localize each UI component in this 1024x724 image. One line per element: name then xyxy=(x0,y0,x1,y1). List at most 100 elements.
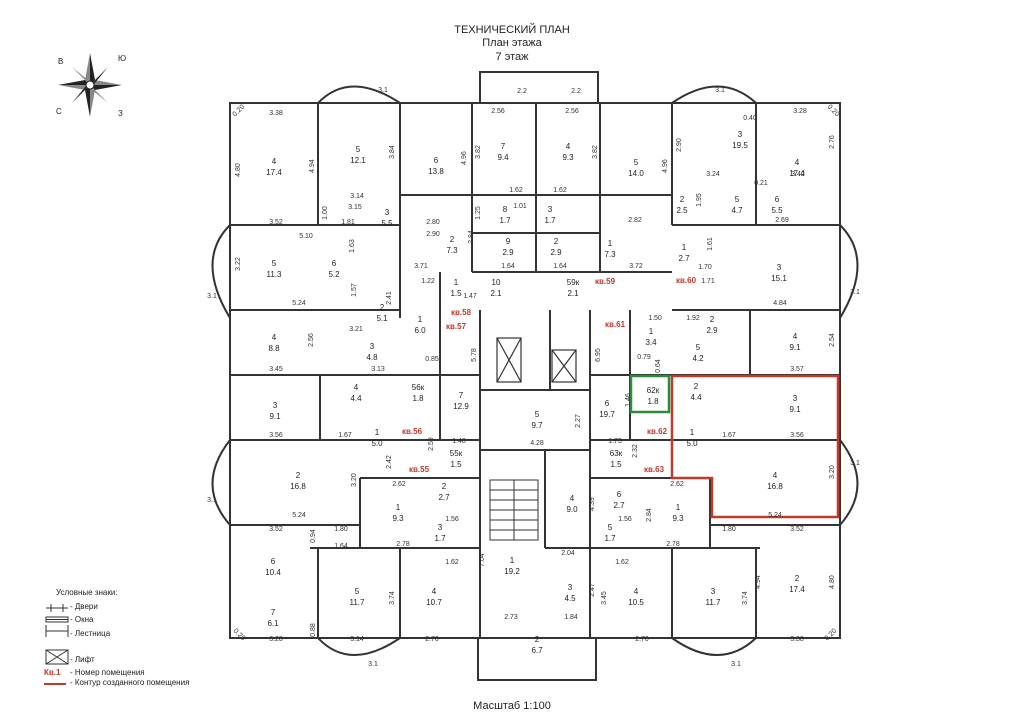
dim-label: 2.90 xyxy=(426,231,440,238)
room-label: 76.1 xyxy=(267,608,279,628)
room-label: 13.4 xyxy=(645,327,657,347)
apartment-label: кв.60 xyxy=(676,276,697,285)
room-label: 16.0 xyxy=(414,315,426,335)
plan-subtitle: План этажа xyxy=(482,37,542,49)
svg-text:4: 4 xyxy=(432,587,437,596)
svg-text:1: 1 xyxy=(649,327,654,336)
dim-label: 3.15 xyxy=(348,204,362,211)
svg-text:5.5: 5.5 xyxy=(381,219,393,228)
dim-label: 2.84 xyxy=(468,230,475,244)
dim-label: 4.94 xyxy=(309,159,316,173)
balcony-top-right xyxy=(671,85,757,104)
svg-text:3: 3 xyxy=(711,587,716,596)
dim-label: 3.14 xyxy=(350,636,364,643)
room-label: 49.3 xyxy=(562,142,574,162)
svg-text:17.4: 17.4 xyxy=(789,169,805,178)
dim-label: 3.45 xyxy=(269,366,283,373)
legend-lift: - Лифт xyxy=(70,655,95,664)
dim-label: 1.62 xyxy=(615,559,629,566)
dim-label: 1.84 xyxy=(564,614,578,621)
svg-text:6: 6 xyxy=(434,156,439,165)
room-label: 49.0 xyxy=(566,494,578,514)
dim-label: 2.59 xyxy=(428,437,435,451)
dim-label: 4.96 xyxy=(461,151,468,165)
svg-text:9.0: 9.0 xyxy=(566,505,578,514)
svg-text:5: 5 xyxy=(735,195,740,204)
dim-label: 2.70 xyxy=(635,636,649,643)
dim-label: 1.25 xyxy=(475,206,482,220)
svg-text:9: 9 xyxy=(506,237,511,246)
apartment-label: кв.61 xyxy=(605,320,626,329)
dim-label: 3.42 xyxy=(791,171,805,178)
dim-label: 1.47 xyxy=(463,293,477,300)
dim-label: 1.64 xyxy=(553,263,567,270)
dim-label: 1.50 xyxy=(648,315,662,322)
svg-text:4.7: 4.7 xyxy=(731,206,743,215)
svg-text:2: 2 xyxy=(710,315,715,324)
dim-label: 3.1 xyxy=(850,289,860,296)
dim-label: 1.67 xyxy=(338,432,352,439)
room-label: 54.7 xyxy=(731,195,743,215)
room-label: 613.8 xyxy=(428,156,444,176)
svg-text:7.3: 7.3 xyxy=(604,250,616,259)
room-label: 311.7 xyxy=(706,587,722,607)
svg-text:4: 4 xyxy=(566,142,571,151)
room-label: 512.1 xyxy=(350,145,366,165)
dim-label: 1.64 xyxy=(334,543,348,550)
room-label: 511.3 xyxy=(267,259,283,279)
room-label: 15.0 xyxy=(371,428,383,448)
dim-label: 5.10 xyxy=(299,233,313,240)
svg-text:4: 4 xyxy=(272,333,277,342)
svg-text:1.8: 1.8 xyxy=(412,394,424,403)
dim-label: 2.78 xyxy=(396,541,410,548)
room-label: 51.7 xyxy=(604,523,616,543)
svg-text:8.8: 8.8 xyxy=(268,344,280,353)
svg-text:6: 6 xyxy=(271,557,276,566)
svg-text:3: 3 xyxy=(777,263,782,272)
svg-text:6: 6 xyxy=(332,259,337,268)
dim-label: 5.24 xyxy=(768,512,782,519)
dim-label: 3.56 xyxy=(790,432,804,439)
dim-label: 3.84 xyxy=(389,145,396,159)
svg-text:6.0: 6.0 xyxy=(414,326,426,335)
svg-text:1: 1 xyxy=(418,315,423,324)
svg-text:1: 1 xyxy=(690,428,695,437)
svg-text:55к: 55к xyxy=(450,449,463,458)
dim-label: 2.27 xyxy=(575,414,582,428)
svg-text:8: 8 xyxy=(503,205,508,214)
svg-text:6.7: 6.7 xyxy=(531,646,543,655)
room-62k-contour xyxy=(629,374,671,414)
scale-label: Масштаб 1:100 xyxy=(473,700,551,712)
legend-doors: - Двери xyxy=(70,602,98,611)
svg-text:5.0: 5.0 xyxy=(371,439,383,448)
svg-text:12.9: 12.9 xyxy=(453,402,469,411)
dim-label: 0.20 xyxy=(232,104,247,119)
dim-label: 4.80 xyxy=(235,163,242,177)
svg-text:3: 3 xyxy=(548,205,553,214)
dim-label: 0.94 xyxy=(310,529,317,543)
svg-text:1: 1 xyxy=(396,503,401,512)
svg-text:5: 5 xyxy=(608,523,613,532)
dim-label: 2.41 xyxy=(386,291,393,305)
svg-text:3: 3 xyxy=(273,401,278,410)
svg-text:13.8: 13.8 xyxy=(428,167,444,176)
legend-symbols-icon xyxy=(45,604,69,665)
svg-text:10.4: 10.4 xyxy=(265,568,281,577)
dim-label: 4.80 xyxy=(829,575,836,589)
room-label: 27.3 xyxy=(446,235,458,255)
dim-label: 0.21 xyxy=(754,180,768,187)
svg-text:2: 2 xyxy=(535,635,540,644)
dim-label: 1.80 xyxy=(334,526,348,533)
dim-label: 4.39 xyxy=(589,497,596,511)
room-label: 92.9 xyxy=(502,237,514,257)
dim-label: 2.70 xyxy=(425,636,439,643)
dim-label: 1.62 xyxy=(445,559,459,566)
dim-label: 2.69 xyxy=(775,217,789,224)
dim-label: 0.20 xyxy=(824,628,839,643)
svg-text:2.7: 2.7 xyxy=(438,493,450,502)
